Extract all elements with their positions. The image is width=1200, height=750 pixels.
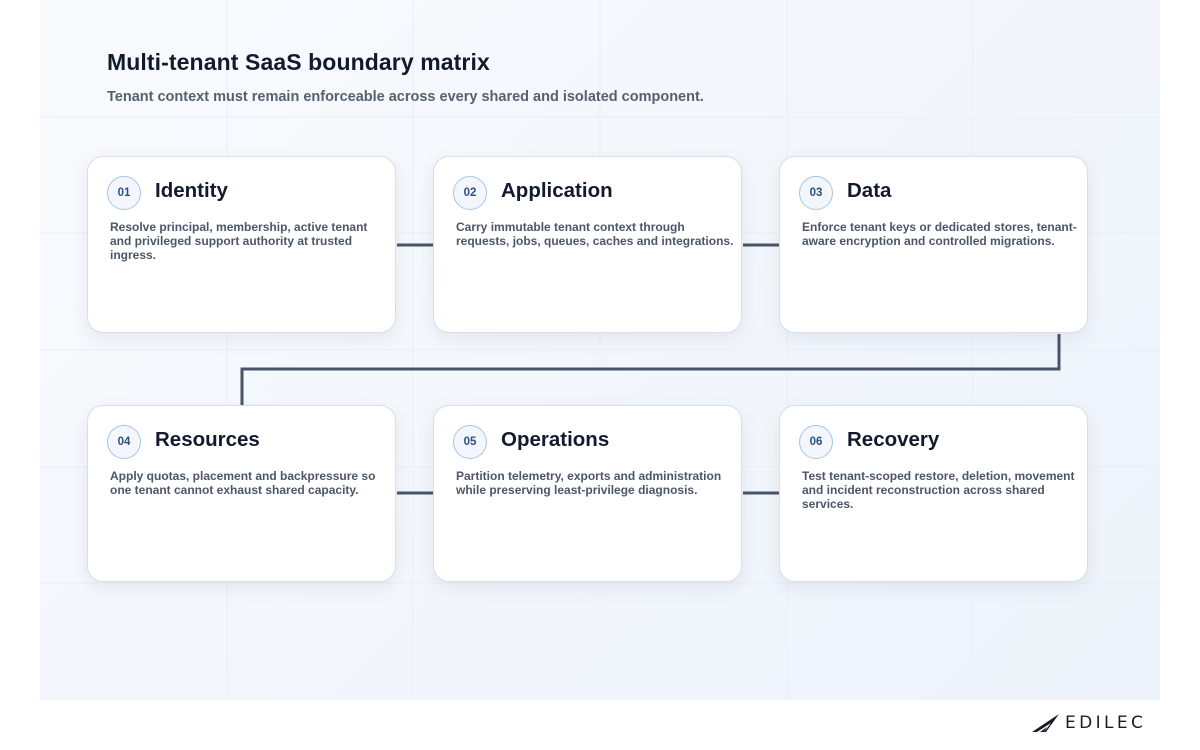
page-title: Multi-tenant SaaS boundary matrix (107, 49, 490, 75)
card-description: Test tenant-scoped restore, deletion, mo… (802, 469, 1075, 511)
step-badge: 02 (453, 176, 487, 210)
card-operations: 05 Operations Partition telemetry, expor… (433, 405, 742, 582)
card-description: Resolve principal, membership, active te… (110, 220, 368, 262)
card-title: Application (501, 179, 613, 202)
card-description: Apply quotas, placement and backpressure… (110, 469, 376, 497)
step-badge: 01 (107, 176, 141, 210)
step-badge: 06 (799, 425, 833, 459)
card-description: Partition telemetry, exports and adminis… (456, 469, 722, 497)
card-resources: 04 Resources Apply quotas, placement and… (87, 405, 396, 582)
card-application: 02 Application Carry immutable tenant co… (433, 156, 742, 333)
step-badge: 05 (453, 425, 487, 459)
step-badge: 03 (799, 176, 833, 210)
card-identity: 01 Identity Resolve principal, membershi… (87, 156, 396, 333)
card-title: Identity (155, 179, 228, 202)
card-description: Enforce tenant keys or dedicated stores,… (802, 220, 1077, 248)
card-title: Resources (155, 428, 260, 451)
page-subtitle: Tenant context must remain enforceable a… (107, 89, 704, 105)
card-title: Operations (501, 428, 610, 451)
card-description: Carry immutable tenant context through r… (456, 220, 734, 248)
diagram-canvas (40, 0, 1160, 700)
step-badge: 04 (107, 425, 141, 459)
edilec-wing-logo-icon (1032, 714, 1059, 732)
brand-logo: EDILEC (1031, 711, 1146, 735)
connector-data-resources (240, 334, 1061, 405)
card-title: Recovery (847, 428, 940, 451)
card-recovery: 06 Recovery Test tenant-scoped restore, … (779, 405, 1088, 582)
brand-wordmark: EDILEC (1065, 713, 1147, 733)
card-title: Data (847, 179, 892, 202)
card-data: 03 Data Enforce tenant keys or dedicated… (779, 156, 1088, 333)
